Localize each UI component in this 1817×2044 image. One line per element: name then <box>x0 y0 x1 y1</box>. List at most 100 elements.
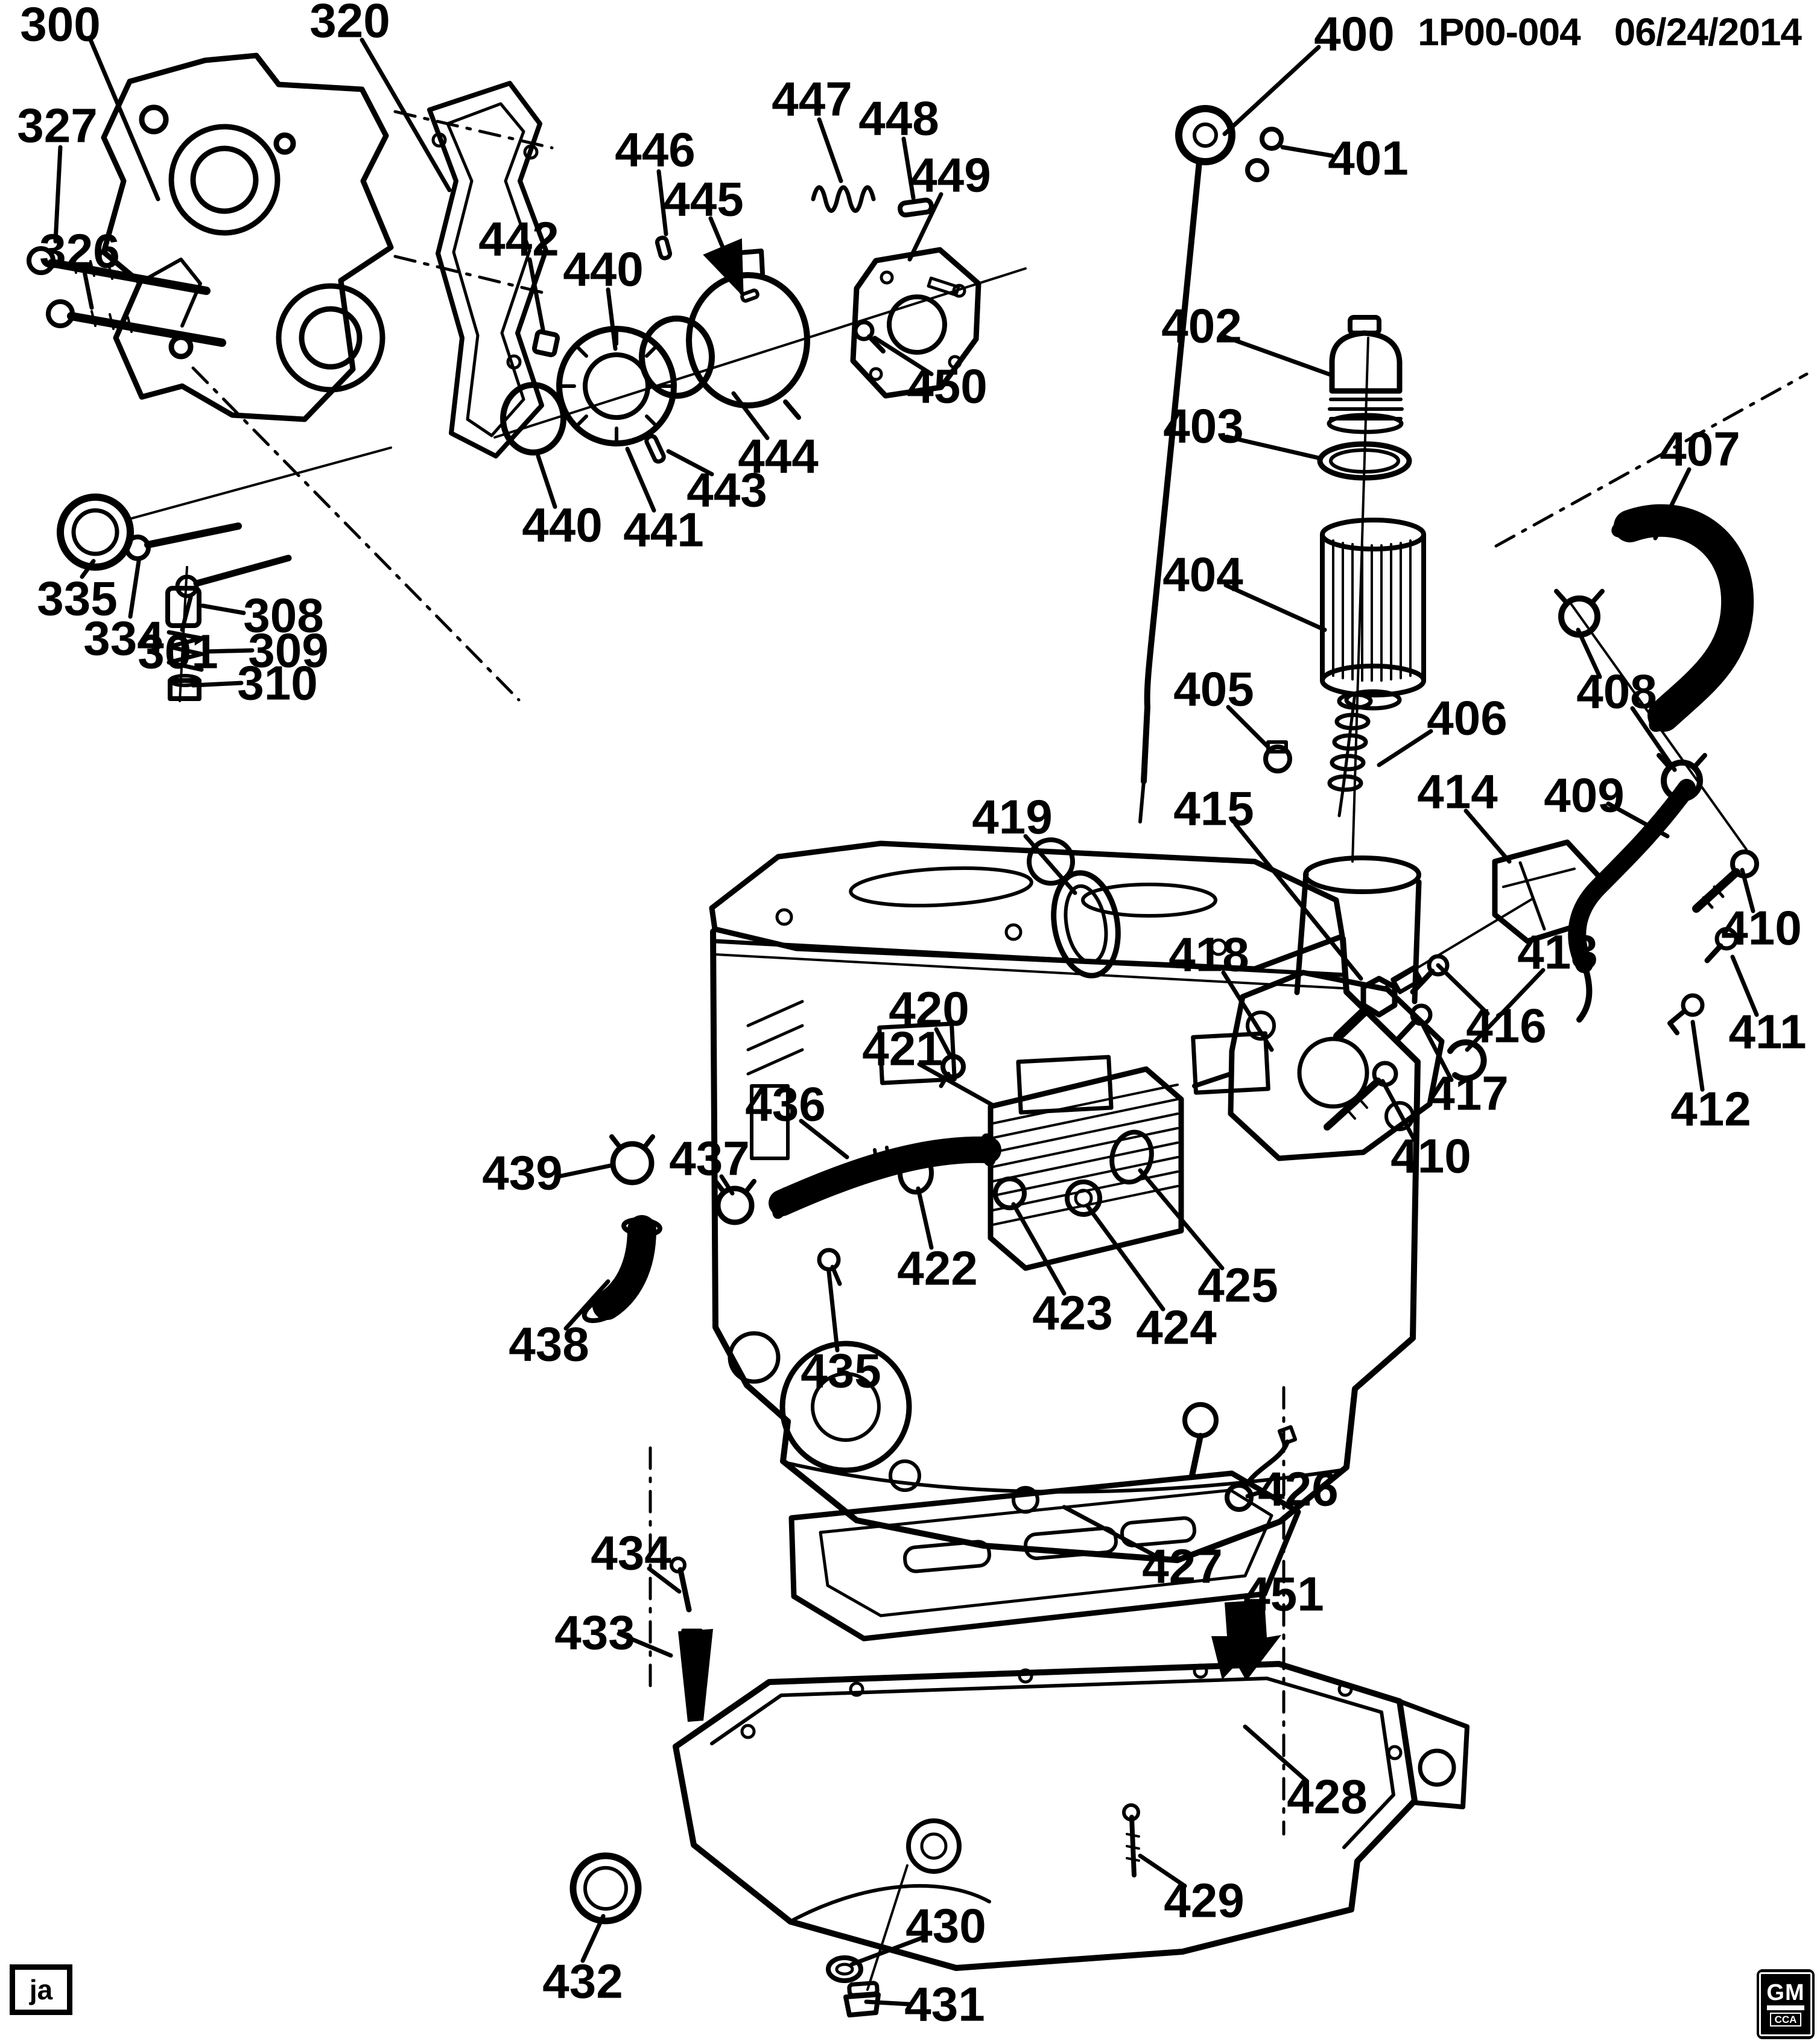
leader-410 <box>1740 868 1755 913</box>
leader-408 <box>1630 706 1677 772</box>
gm-logo-text: GM <box>1766 1979 1805 2005</box>
leader-425 <box>1138 1168 1225 1271</box>
callout-439: 439 <box>482 1146 562 1200</box>
leader-301 <box>180 595 193 632</box>
callout-410: 410 <box>1721 901 1801 955</box>
oil-pan-art <box>569 1661 1470 2017</box>
callout-419: 419 <box>972 790 1052 844</box>
callout-301: 301 <box>138 625 218 679</box>
callout-409: 409 <box>1544 769 1624 822</box>
leader-403 <box>1225 434 1324 461</box>
leader-414 <box>1463 808 1512 864</box>
callout-408: 408 <box>1576 665 1657 719</box>
callout-428: 428 <box>1287 1770 1367 1824</box>
leader-431 <box>864 1999 912 2007</box>
drawing-code: 1P00-004 <box>1418 10 1581 54</box>
leader-401 <box>1280 145 1334 158</box>
callout-335: 335 <box>37 572 117 626</box>
leader-443 <box>666 449 714 477</box>
gm-logo-subtext: CCA <box>1769 2012 1802 2027</box>
callout-444: 444 <box>738 430 819 483</box>
view-arrow-451 <box>1211 1600 1281 1681</box>
leader-421 <box>917 1062 995 1108</box>
callout-411: 411 <box>1728 1005 1806 1059</box>
callout-407: 407 <box>1660 422 1740 476</box>
leader-326 <box>82 269 94 310</box>
leader-440 <box>606 287 618 351</box>
axis-lines <box>124 267 1748 1991</box>
callout-422: 422 <box>897 1242 977 1295</box>
leader-435 <box>826 1269 840 1353</box>
relief-valve-art <box>165 586 204 701</box>
callout-448: 448 <box>858 92 939 145</box>
leader-405 <box>1226 705 1269 748</box>
leader-411 <box>1730 954 1759 1017</box>
leader-441 <box>625 446 656 513</box>
leader-407 <box>1653 467 1692 541</box>
callout-450: 450 <box>907 360 987 413</box>
leader-433 <box>617 1631 673 1658</box>
leader-300 <box>88 37 160 202</box>
callout-327: 327 <box>17 99 97 153</box>
timing-cover-gasket-art <box>427 81 548 459</box>
leader-446 <box>656 169 668 236</box>
callout-300: 300 <box>20 0 100 51</box>
callout-309: 309 <box>248 624 328 678</box>
leader-442 <box>527 257 545 332</box>
callout-436: 436 <box>745 1078 825 1131</box>
callout-442: 442 <box>478 212 559 266</box>
callout-446: 446 <box>615 123 695 177</box>
callout-451: 451 <box>1243 1567 1324 1621</box>
callout-449: 449 <box>910 148 991 202</box>
leader-439 <box>556 1163 613 1179</box>
heat-shield-art <box>1333 839 1602 1041</box>
leader-413 <box>1465 968 1546 1052</box>
leader-416 <box>1436 963 1490 1016</box>
callout-429: 429 <box>1164 1874 1244 1928</box>
corner-ja-box: ja <box>10 1964 72 2015</box>
leader-419 <box>1023 834 1077 895</box>
callout-400: 400 <box>1314 7 1394 61</box>
callout-413: 413 <box>1517 925 1597 979</box>
leader-427 <box>1062 1505 1157 1558</box>
leader-422 <box>916 1186 934 1250</box>
callout-447: 447 <box>772 72 852 126</box>
leader-404 <box>1223 583 1327 632</box>
callout-423: 423 <box>1032 1286 1112 1340</box>
callout-310: 310 <box>237 656 317 710</box>
callout-434: 434 <box>591 1526 671 1580</box>
leader-444 <box>731 391 770 440</box>
callout-432: 432 <box>542 1955 623 2008</box>
timing-cover-art <box>101 52 394 422</box>
drawing-date: 06/24/2014 <box>1614 10 1802 54</box>
leader-335 <box>80 559 96 579</box>
callout-308: 308 <box>243 589 323 643</box>
callout-437: 437 <box>669 1132 749 1185</box>
leader-415 <box>1233 822 1363 981</box>
callout-431: 431 <box>904 1978 985 2031</box>
gm-logo-bar <box>1767 2005 1804 2010</box>
leader-438 <box>563 1279 610 1331</box>
callout-326: 326 <box>39 224 119 278</box>
leader-310 <box>191 681 244 688</box>
front-bolts-art <box>27 246 226 347</box>
leader-437 <box>719 1174 735 1196</box>
leader-434 <box>647 1566 682 1594</box>
leader-426 <box>1245 1489 1266 1499</box>
callout-441: 441 <box>623 503 703 557</box>
callout-401: 401 <box>1328 132 1408 185</box>
callout-440: 440 <box>563 243 643 296</box>
callout-320: 320 <box>309 0 390 48</box>
leader-412 <box>1690 1020 1705 1092</box>
leader-334 <box>128 559 141 619</box>
leader-410 <box>1380 1079 1418 1144</box>
gm-logo: GM CCA <box>1757 1969 1815 2039</box>
water-hoses-art <box>582 1133 1001 1324</box>
leader-424 <box>1085 1203 1165 1312</box>
leader-408 <box>1576 627 1602 679</box>
leader-lines <box>53 37 1759 2007</box>
callout-403: 403 <box>1163 399 1243 453</box>
callout-405: 405 <box>1173 662 1254 716</box>
